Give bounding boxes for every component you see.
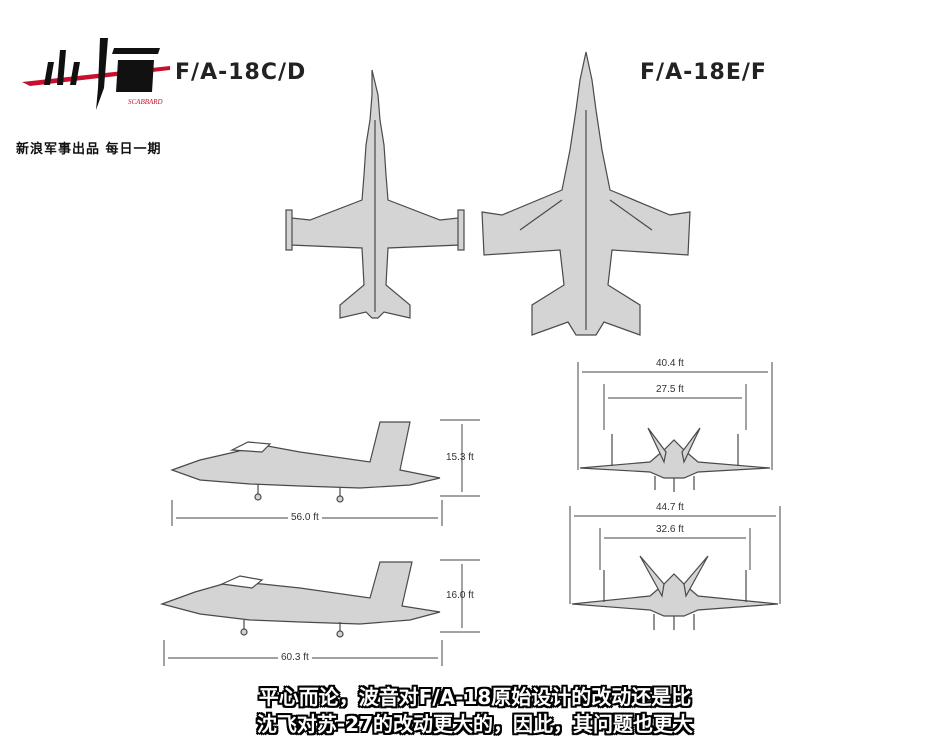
model-label-ef: F/A-18E/F [640,60,767,85]
logo-subtitle: SCABBARD [128,98,163,106]
dim-cd-span: 40.4 ft [656,358,684,369]
dim-cd-length: 56.0 ft [288,512,322,523]
side-view-cd [170,421,441,503]
dim-cd-height: 15.3 ft [446,452,474,463]
caption-line-1: 平心而论，波音对F/A-18原始设计的改动还是比 [258,685,692,709]
dim-cd-tail-span: 27.5 ft [656,384,684,395]
logo-tagline: 新浪军事出品 每日一期 [16,142,162,157]
top-view-ef [481,51,691,336]
front-view-cd [579,427,771,492]
dim-ef-length: 60.3 ft [278,652,312,663]
scabbard-logo: SCABBARD [22,38,170,110]
caption-line-2: 沈飞对苏-27的改动更大的，因此，其问题也更大 [256,712,694,736]
model-label-cd: F/A-18C/D [175,60,307,85]
dim-ef-height: 16.0 ft [446,590,474,601]
top-view-cd [285,69,465,319]
dim-ef-span: 44.7 ft [656,502,684,513]
dim-ef-tail-span: 32.6 ft [656,524,684,535]
side-view-ef [159,561,441,638]
front-view-ef [571,555,779,630]
